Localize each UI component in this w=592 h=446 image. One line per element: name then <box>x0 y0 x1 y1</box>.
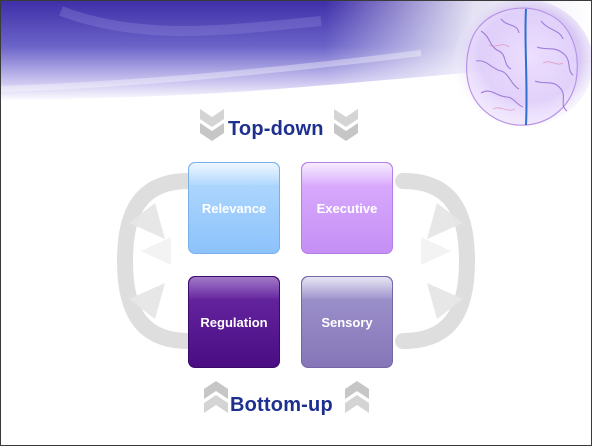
right-loop-arrow <box>395 173 476 349</box>
regulation-label: Regulation <box>200 314 268 330</box>
sensory-label: Sensory <box>321 314 373 330</box>
right-arrowhead-up <box>427 203 463 239</box>
executive-tile: Executive <box>301 162 393 254</box>
bottom-up-label: Bottom-up <box>230 394 333 416</box>
tile-gloss <box>302 277 392 299</box>
tile-gloss <box>189 277 279 299</box>
left-loop-arrow <box>116 173 197 349</box>
relevance-label: Relevance <box>201 200 267 216</box>
tile-gloss <box>302 163 392 185</box>
executive-label: Executive <box>316 200 378 216</box>
right-arrowhead-down <box>427 283 463 319</box>
relevance-tile: Relevance <box>188 162 280 254</box>
top-down-label: Top-down <box>228 118 324 140</box>
brain-illustration <box>453 1 591 127</box>
chevron-down-icon <box>200 109 224 141</box>
chevron-down-icon <box>334 109 358 141</box>
tile-gloss <box>189 163 279 185</box>
regulation-tile: Regulation <box>188 276 280 368</box>
banner-background <box>1 1 591 101</box>
sensory-tile: Sensory <box>301 276 393 368</box>
chevron-up-icon <box>204 381 228 413</box>
chevron-up-icon <box>345 381 369 413</box>
left-arrowhead-up <box>129 203 165 239</box>
cycle-arrows <box>116 173 476 349</box>
left-arrowhead-down <box>129 283 165 319</box>
